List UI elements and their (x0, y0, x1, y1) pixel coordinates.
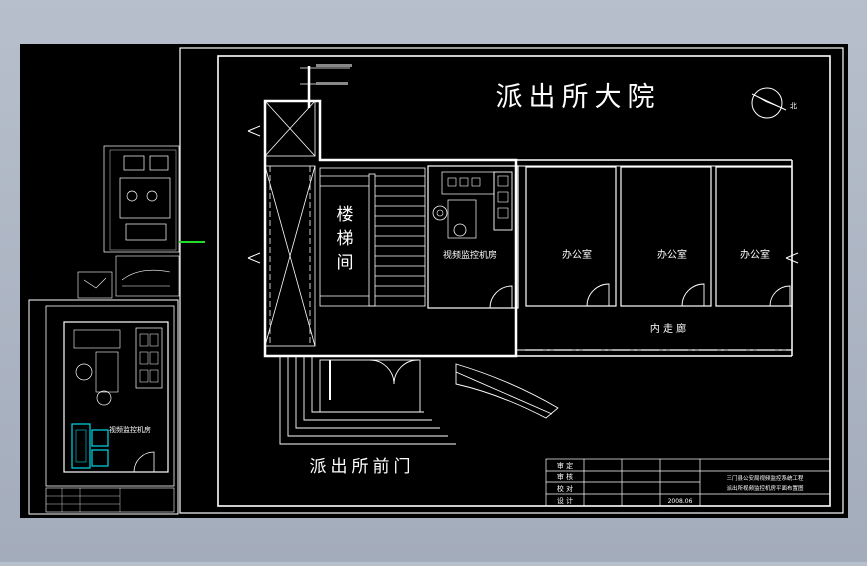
courtyard-label: 派出所大院 (496, 82, 661, 113)
sheet-border-inner (217, 55, 831, 507)
corridor-label: 内 走 廊 (650, 322, 686, 335)
office-3-label: 办公室 (740, 248, 770, 261)
inset-room-label: 视频监控机房 (109, 425, 151, 434)
front-gate-label: 派出所前门 (310, 457, 415, 477)
title-row-3: 校 对 (557, 484, 573, 493)
title-row-4: 设 计 (557, 496, 573, 505)
inset-sheet (28, 299, 179, 515)
monitor-room-label: 视频监控机房 (443, 249, 497, 261)
stairs-label-1: 楼 (337, 205, 354, 225)
north-arrow-icon: 北 (751, 87, 797, 119)
office-room-1 (525, 166, 617, 307)
thumbnail-sheet-top (103, 145, 180, 253)
drawing-canvas (20, 44, 848, 518)
shaft-column (247, 100, 316, 347)
office-1-label: 办公室 (562, 248, 592, 261)
stairs-label-2: 梯 (337, 229, 354, 249)
sheet-border-outer (179, 47, 844, 514)
monitor-room (427, 165, 519, 309)
title-row-2: 审 核 (557, 472, 573, 481)
north-label: 北 (790, 102, 797, 110)
title-block (545, 458, 831, 507)
staircase (319, 167, 426, 307)
drawing-name: 派出所视频监控机房平面布置图 (726, 484, 804, 492)
drawing-date: 2008.06 (668, 498, 693, 505)
inset-rack-highlight (71, 423, 109, 469)
office-2-label: 办公室 (657, 248, 687, 261)
offices (525, 166, 799, 307)
office-room-2 (620, 166, 712, 307)
project-name: 三门县公安局视频监控系统工程 (726, 474, 804, 482)
entrance-steps (279, 356, 559, 445)
office-room-3 (715, 166, 793, 307)
stairs-label-3: 间 (337, 253, 354, 273)
thumbnail-sheet-mid (77, 255, 180, 299)
title-row-1: 审 定 (557, 461, 573, 470)
